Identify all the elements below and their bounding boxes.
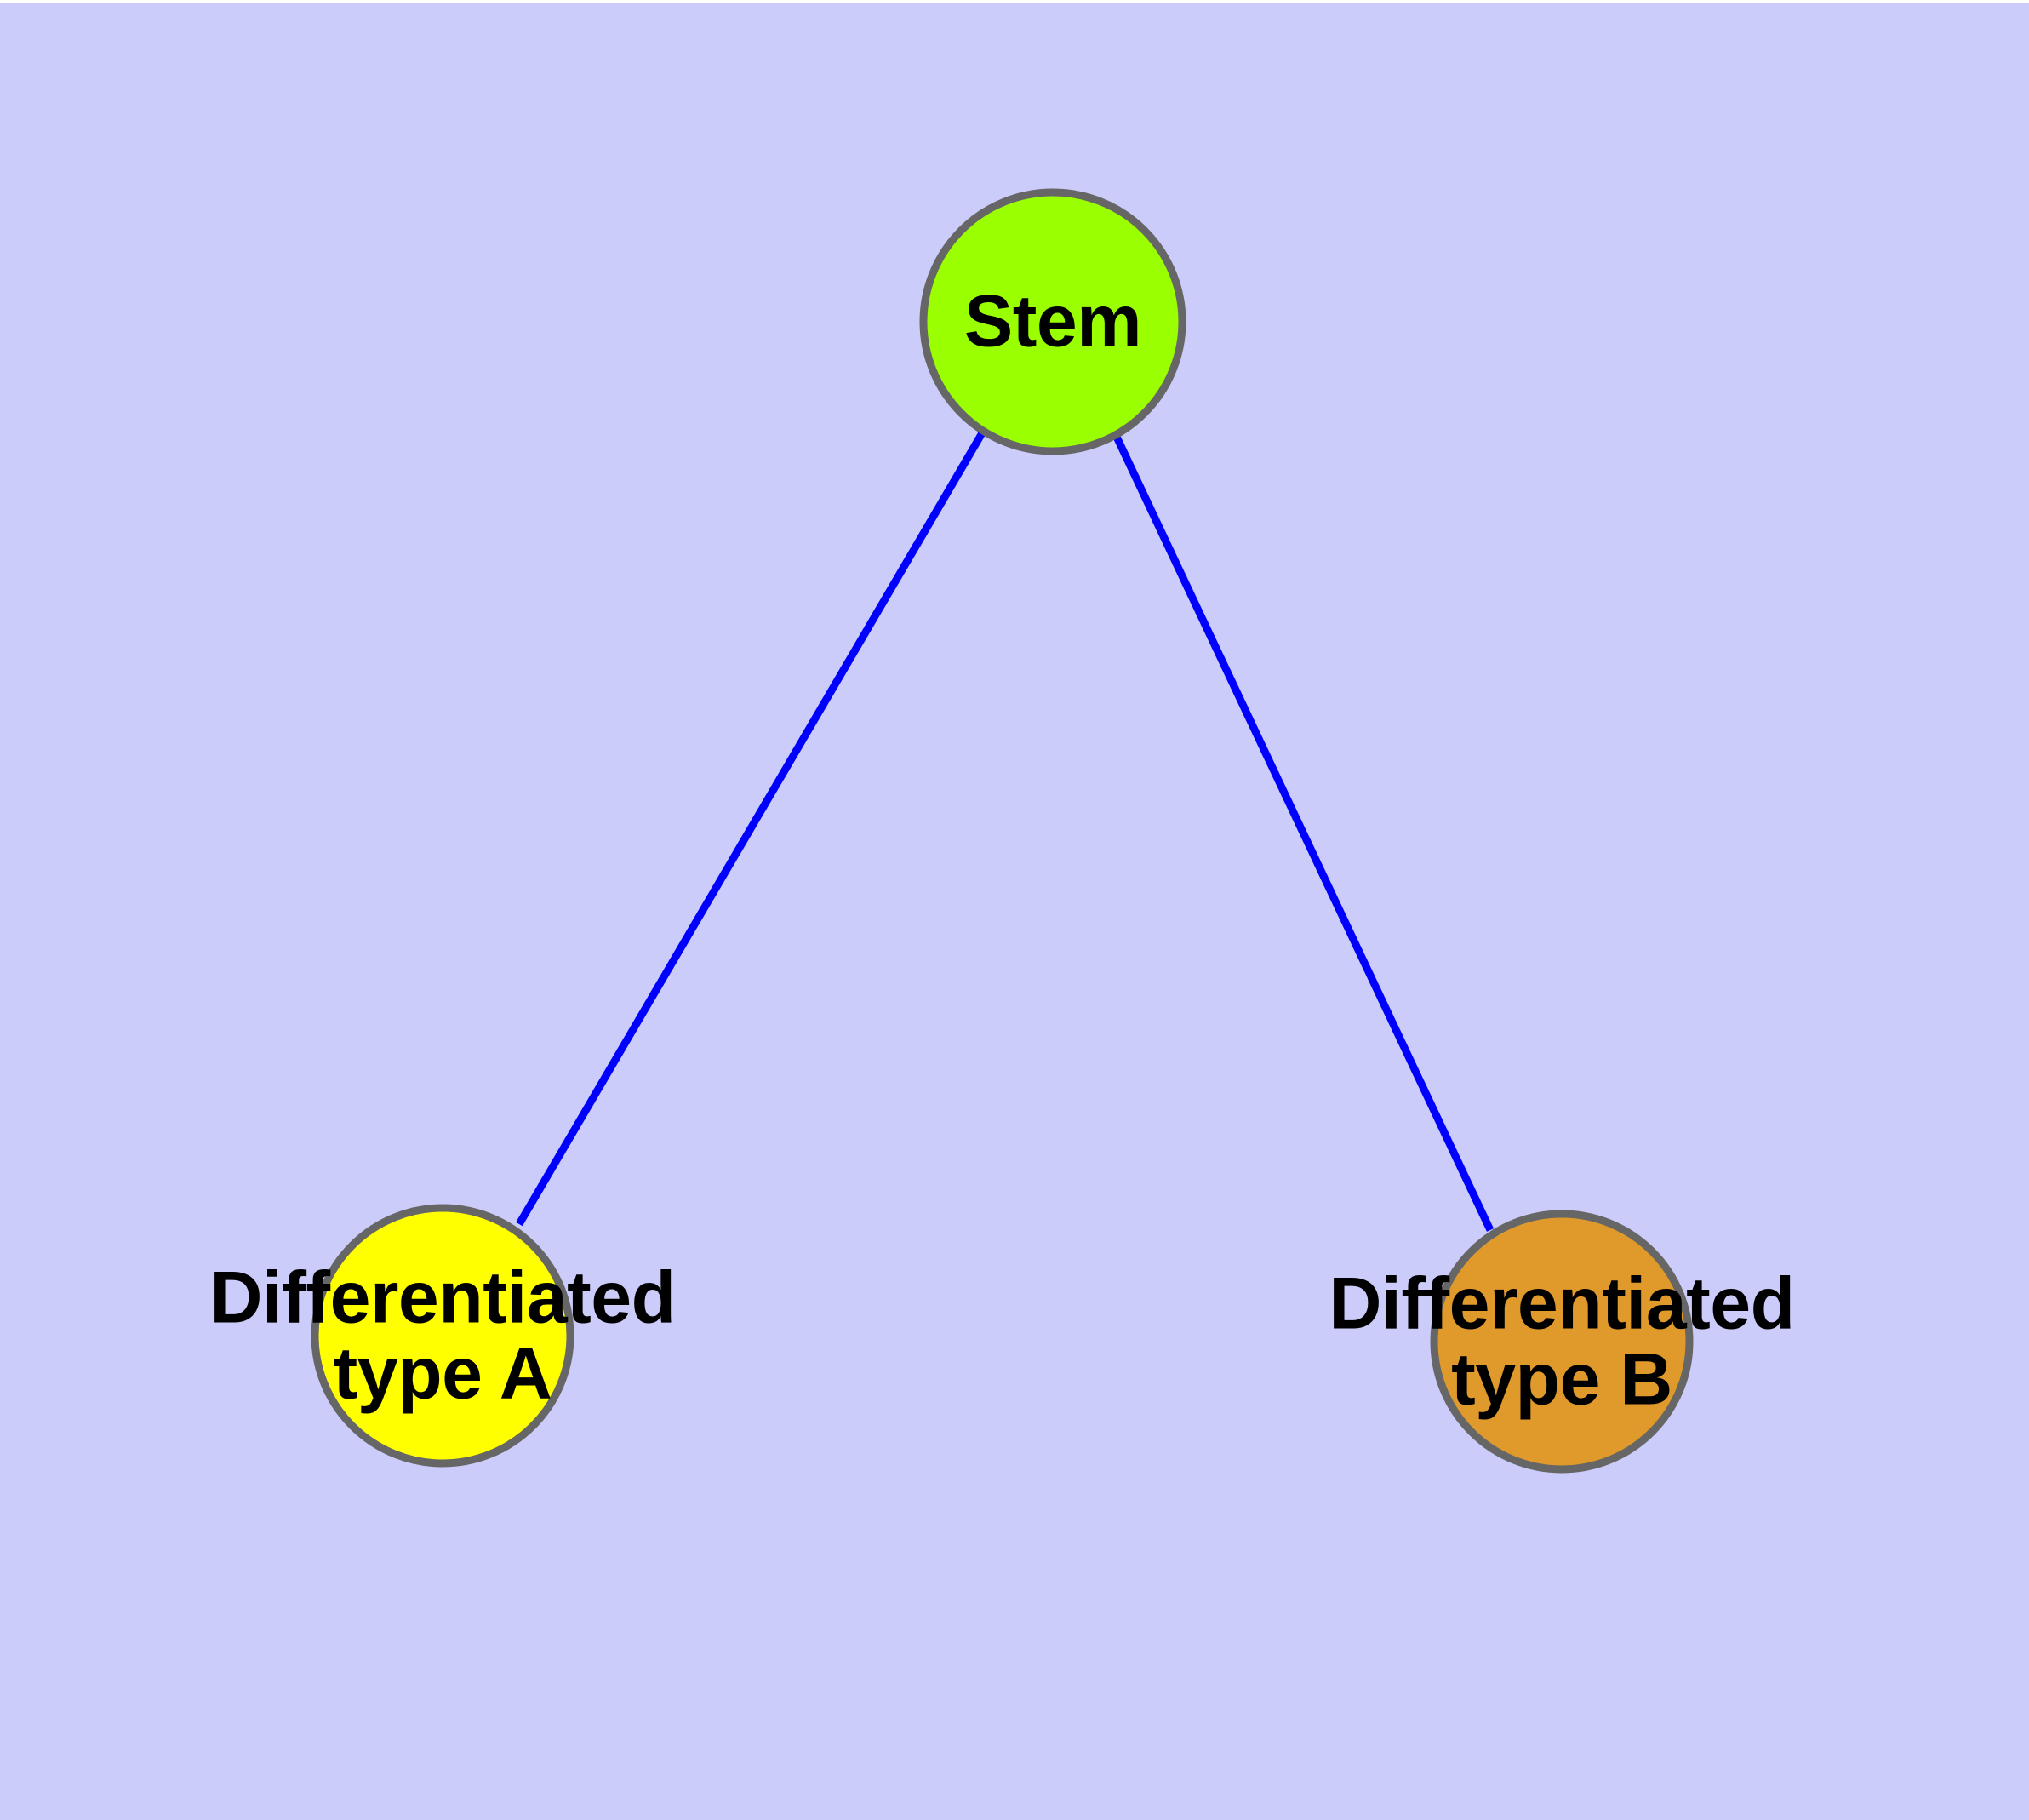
edge-stem-to-diff-b	[1111, 432, 1495, 1232]
edge-stem-to-diff-a	[516, 429, 986, 1227]
edge-layer	[516, 429, 1495, 1232]
graph-svg	[311, 188, 1694, 1474]
node-stem-circle[interactable]	[919, 188, 1186, 455]
node-diff-b-circle[interactable]	[1430, 1210, 1694, 1474]
diagram-plot-area: Stem Differentiated type A Differentiate…	[0, 3, 2029, 1820]
node-diff-a-circle[interactable]	[311, 1204, 574, 1468]
node-layer	[311, 188, 1694, 1474]
